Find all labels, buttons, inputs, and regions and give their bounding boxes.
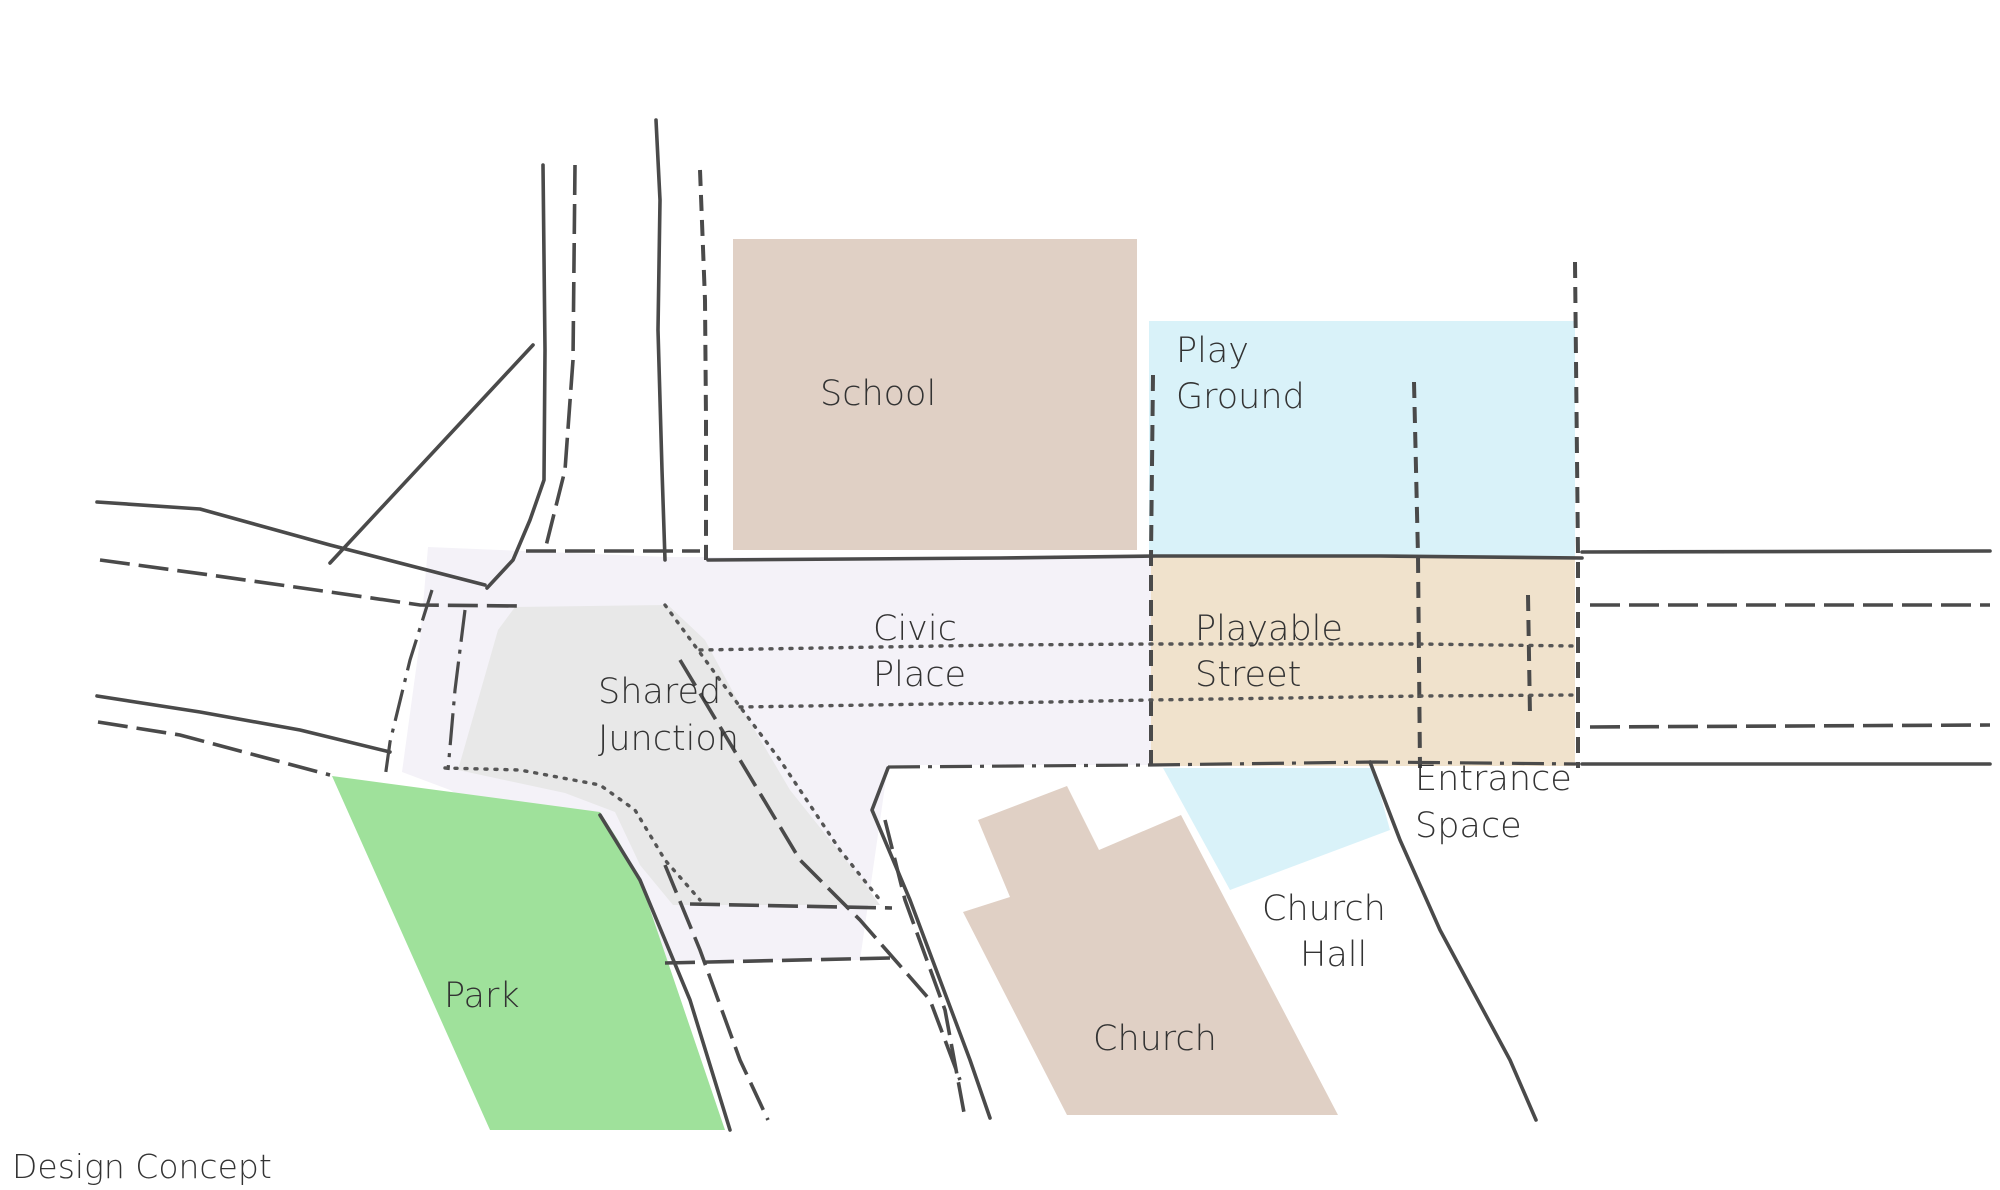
civic-place-label-line-2: Place bbox=[873, 655, 966, 695]
south-road-centre-line bbox=[663, 864, 770, 1121]
playable-street-label-line-1: Playable bbox=[1195, 609, 1343, 649]
playable-street-zone bbox=[1151, 556, 1575, 766]
north-road-west-edge bbox=[485, 163, 547, 590]
playground-label-line-2: Ground bbox=[1176, 377, 1305, 417]
south-road-east-line bbox=[678, 659, 962, 1081]
entrance-space-zone bbox=[1163, 768, 1390, 890]
junction-west-crossing bbox=[383, 589, 434, 779]
diagonal-spur bbox=[328, 343, 535, 565]
shared-junction-label-line-2: Junction bbox=[598, 719, 739, 759]
north-road-mid-edge bbox=[654, 118, 667, 562]
east-street-north-edge bbox=[1580, 549, 1992, 554]
playground-label-line-1: Play bbox=[1176, 331, 1249, 371]
church-label: Church bbox=[1093, 1019, 1217, 1059]
junction-dotted-diagonal bbox=[663, 603, 882, 902]
south-road-west-edge bbox=[598, 813, 732, 1132]
road-network bbox=[95, 118, 1992, 1132]
east-street-centre-lower bbox=[1589, 723, 1991, 729]
entrance-space-label-line-2: Space bbox=[1415, 806, 1522, 846]
playground-east-line bbox=[1573, 261, 1580, 768]
school-label: School bbox=[820, 374, 936, 414]
church-frontage bbox=[870, 766, 992, 1120]
church-hall-label-line-1: Church bbox=[1262, 889, 1386, 929]
west-road-south-dash bbox=[97, 720, 331, 777]
north-road-centre-line bbox=[543, 164, 577, 551]
west-road-south-edge bbox=[95, 694, 392, 754]
north-road-east-line bbox=[698, 169, 708, 560]
church-zone bbox=[963, 786, 1338, 1115]
church-hall-label-line-2: Hall bbox=[1300, 935, 1367, 975]
west-road-centre-line bbox=[99, 558, 521, 608]
playground-zone bbox=[1149, 321, 1575, 558]
school-zone bbox=[733, 239, 1137, 550]
lower-crossing-1 bbox=[689, 902, 893, 910]
shared-junction-zone bbox=[458, 605, 880, 905]
diagram-caption: Design Concept bbox=[12, 1147, 272, 1186]
junction-west-crossing-2 bbox=[446, 609, 467, 771]
civic-dotted-upper bbox=[698, 642, 1577, 652]
playground-west-line bbox=[1149, 374, 1155, 768]
entrance-space-label-line-1: Entrance bbox=[1415, 759, 1572, 799]
zones-layer bbox=[332, 239, 1575, 1130]
main-street-north-edge bbox=[706, 554, 1584, 562]
park-zone bbox=[332, 776, 725, 1130]
shared-junction-label-line-1: Shared bbox=[598, 672, 721, 712]
labels-layer: School Play Ground Civic Place Shared Ju… bbox=[12, 331, 1572, 1186]
entrance-road-edge bbox=[1368, 760, 1538, 1122]
civic-dotted-lower bbox=[738, 693, 1577, 709]
playable-street-label-line-2: Street bbox=[1195, 655, 1301, 695]
park-label: Park bbox=[444, 976, 520, 1016]
junction-dotted-west bbox=[443, 766, 702, 902]
west-road-north-edge bbox=[95, 500, 487, 587]
civic-place-label-line-1: Civic bbox=[873, 609, 957, 649]
main-street-south-edge bbox=[887, 760, 1581, 769]
church-road-dash bbox=[883, 819, 967, 1119]
